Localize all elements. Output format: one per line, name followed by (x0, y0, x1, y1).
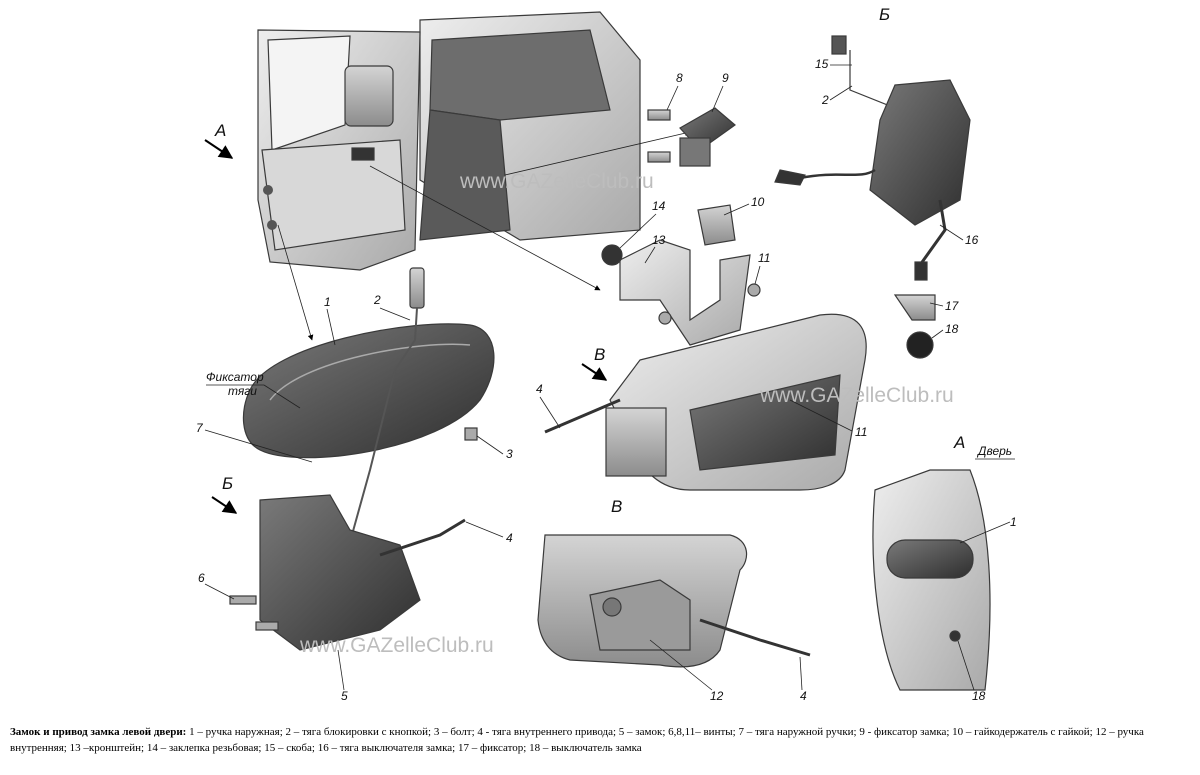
callout-12: 12 (710, 689, 724, 703)
view-label-a-detail: А (953, 433, 965, 452)
callout-13: 13 (652, 233, 666, 247)
callout-4-left: 4 (506, 531, 513, 545)
callout-14: 14 (652, 199, 666, 213)
pointer-arrow (369, 165, 601, 291)
callout-16: 16 (965, 233, 979, 247)
view-arrow-v (581, 363, 608, 381)
outer-handle-part (242, 267, 495, 561)
callout-4-upper: 4 (536, 382, 543, 396)
callout-4-bottom: 4 (800, 689, 807, 703)
bracket-assembly (601, 204, 761, 346)
caption-text: 1 – ручка наружная; 2 – тяга блокировки … (10, 726, 1144, 754)
view-label-v-top: В (594, 345, 605, 364)
lock-assembly-view-b (774, 35, 971, 359)
view-label-b-top: Б (879, 5, 890, 24)
annotation-door: Дверь (976, 444, 1012, 458)
callout-15: 15 (815, 57, 829, 71)
callout-17: 17 (945, 299, 960, 313)
annotation-leader (263, 384, 301, 409)
callout-1-detail: 1 (1010, 515, 1017, 529)
annotation-rod: тяги (228, 384, 257, 398)
view-label-v-bottom: В (611, 497, 622, 516)
callout-3: 3 (506, 447, 513, 461)
callout-9: 9 (722, 71, 729, 85)
callout-6: 6 (198, 571, 205, 585)
watermark: www.GAZelleClub.ru (459, 170, 654, 193)
cab-illustration (257, 11, 641, 271)
callout-18-detail: 18 (972, 689, 986, 703)
view-arrow-b (211, 496, 238, 514)
screws-and-latch-fixator (647, 107, 736, 167)
pointer-arrow (504, 130, 691, 176)
door-detail-view-a (872, 469, 991, 691)
exploded-diagram: А Б В Б В А Фиксатор тяги Дверь www.GAZe… (196, 5, 1017, 703)
pointer-arrow (277, 224, 314, 341)
annotation-fixator: Фиксатор (206, 370, 264, 384)
caption-title: Замок и привод замка левой двери: (10, 726, 187, 738)
figure-caption: Замок и привод замка левой двери: 1 – ру… (10, 724, 1190, 756)
watermark: www.GAZelleClub.ru (759, 384, 954, 407)
view-label-a: А (214, 121, 226, 140)
callout-2-top: 2 (821, 93, 829, 107)
callout-11-lower: 11 (855, 425, 867, 439)
inner-handle-part (544, 313, 867, 491)
callout-2: 2 (373, 293, 381, 307)
view-arrow-a (204, 139, 234, 159)
callout-7: 7 (196, 421, 204, 435)
lock-part (229, 494, 466, 651)
inner-handle-rear-part (537, 534, 811, 668)
callout-10: 10 (751, 195, 765, 209)
callout-5: 5 (341, 689, 348, 703)
callout-11-upper: 11 (758, 251, 770, 265)
callout-8: 8 (676, 71, 683, 85)
watermark: www.GAZelleClub.ru (299, 634, 494, 657)
view-label-b-left: Б (222, 474, 233, 493)
callouts: 1 2 3 4 4 4 5 6 7 8 9 10 11 11 12 13 14 … (196, 57, 1017, 703)
callout-18-upper: 18 (945, 322, 959, 336)
callout-1: 1 (324, 295, 331, 309)
